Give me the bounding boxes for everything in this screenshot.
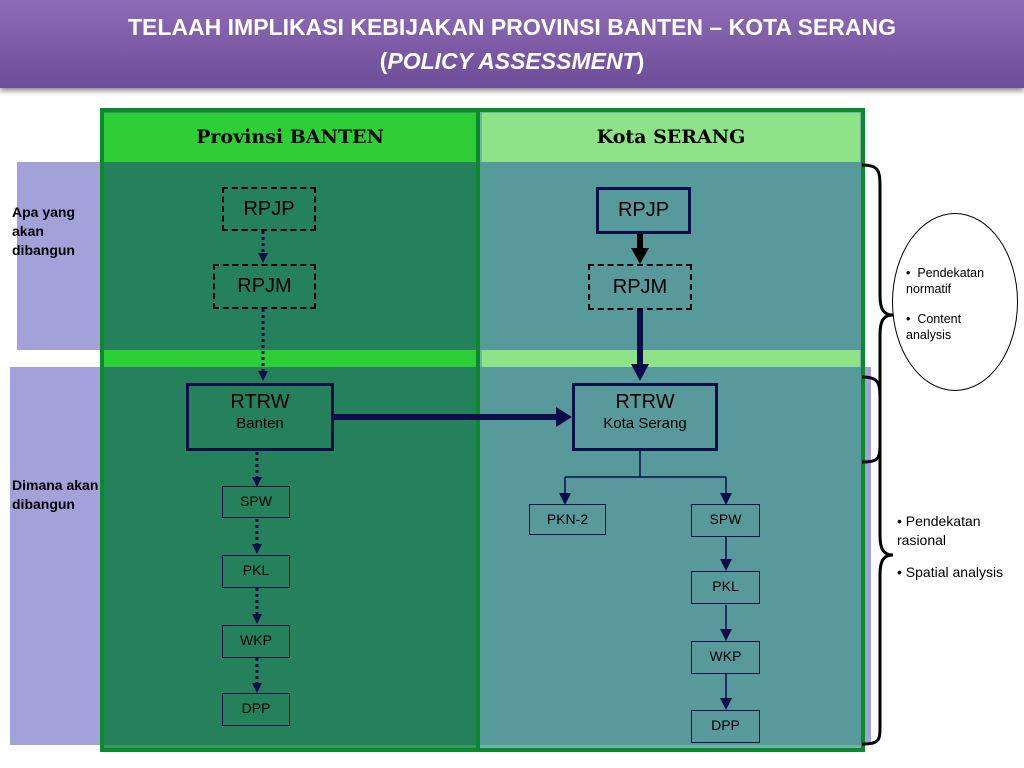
approach-bottom-item: • Pendekatan rasional — [897, 513, 981, 548]
node-rpjp-serang: RPJP — [596, 187, 691, 234]
node-pkl-serang: PKL — [691, 571, 760, 604]
title-bar — [0, 0, 1024, 88]
node-rpjm-banten: RPJM — [213, 264, 316, 309]
node-dpp-banten: DPP — [222, 693, 290, 726]
brace-top — [861, 163, 894, 464]
node-rtrw-banten-title: RTRW — [230, 391, 290, 413]
node-rpjm-serang: RPJM — [588, 264, 692, 310]
node-wkp-banten: WKP — [222, 625, 290, 658]
node-rtrw-serang-title: RTRW — [615, 391, 675, 413]
approach-top-item: • Content analysis — [906, 312, 962, 342]
column-header-provinsi: Provinsi BANTEN — [104, 113, 476, 162]
node-spw-serang: SPW — [691, 504, 760, 537]
row-band-where-edge — [863, 367, 871, 745]
approach-bottom-item: • Spatial analysis — [897, 564, 1004, 580]
node-rtrw-banten: RTRW Banten — [186, 383, 334, 451]
node-dpp-serang: DPP — [691, 710, 760, 743]
node-spw-banten: SPW — [222, 486, 290, 518]
row-label-where: Dimana akan dibangun — [12, 477, 99, 512]
node-rtrw-serang: RTRW Kota Serang — [572, 383, 718, 451]
thick-arrowhead — [631, 248, 649, 264]
thick-arrowhead — [631, 364, 649, 381]
node-rpjp-banten: RPJP — [222, 187, 316, 231]
approach-top-item: • Pendekatan normatif — [906, 266, 985, 296]
rtrw-link-arrowhead — [556, 407, 572, 427]
node-rtrw-banten-sub: Banten — [236, 415, 284, 432]
brace-bottom — [861, 375, 894, 746]
slide-subtitle: (POLICY ASSESSMENT) — [379, 48, 645, 74]
row-label-what: Apa yang akan dibangun — [12, 204, 76, 258]
column-header-kota: Kota SERANG — [482, 113, 860, 162]
node-pkn2-serang: PKN-2 — [529, 504, 606, 535]
node-wkp-serang: WKP — [691, 641, 760, 674]
approach-oval — [892, 213, 1018, 391]
slide-title: TELAAH IMPLIKASI KEBIJAKAN PROVINSI BANT… — [128, 14, 896, 40]
column-provinsi — [100, 108, 480, 752]
column-kota — [480, 108, 865, 752]
separator-strip-right — [482, 350, 860, 367]
separator-strip-left — [104, 350, 476, 367]
node-rtrw-serang-sub: Kota Serang — [603, 415, 687, 432]
node-pkl-banten: PKL — [222, 555, 290, 588]
